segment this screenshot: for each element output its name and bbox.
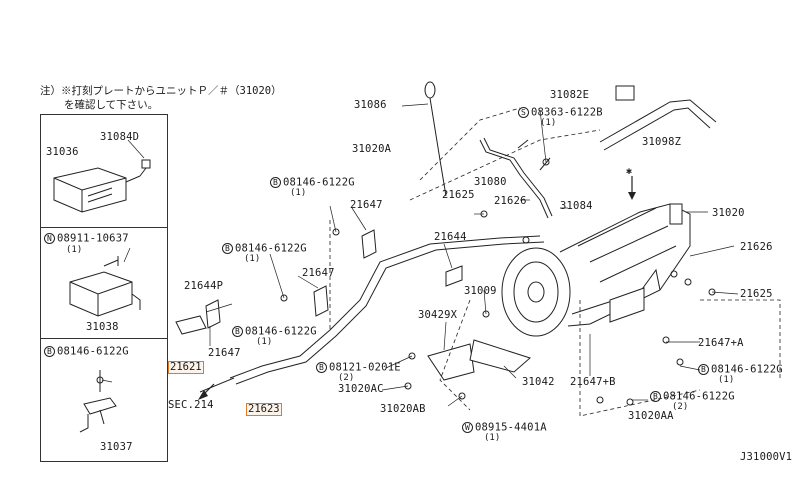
bracket-21647-mid — [313, 285, 329, 317]
panel-divider — [41, 227, 167, 228]
part-label-31080[interactable]: 31080 — [474, 176, 507, 188]
part-label-31084[interactable]: 31084 — [560, 200, 593, 212]
control-unit-31038-drawing — [69, 256, 141, 317]
qty-08146-upper: (1) — [290, 188, 307, 198]
part-label-31042[interactable]: 31042 — [522, 376, 555, 388]
part-label-21625-upper[interactable]: 21625 — [442, 189, 475, 201]
transmission-body-drawing — [501, 203, 691, 337]
bracket-21644P — [175, 299, 221, 335]
part-label-21647-low[interactable]: 21647 — [208, 347, 241, 359]
part-label-31020AC[interactable]: 31020AC — [338, 383, 384, 395]
part-label-21623-highlighted[interactable]: 21623 — [246, 403, 282, 416]
part-label-31020AA[interactable]: 31020AA — [628, 410, 674, 422]
qty-08146-low: (1) — [256, 337, 273, 347]
badge-W: W — [462, 422, 473, 433]
badge-B: B — [650, 391, 661, 402]
sensor-31037-drawing — [79, 370, 117, 433]
part-label-30429X[interactable]: 30429X — [418, 309, 458, 321]
filler-tube-31080-drawing — [479, 137, 553, 219]
bracket-31042 — [469, 339, 531, 373]
badge-S: S — [518, 107, 529, 118]
arrow-sec214-head — [198, 390, 208, 400]
part-label-21626-right[interactable]: 21626 — [740, 241, 773, 253]
part-label-31086[interactable]: 31086 — [354, 99, 387, 111]
section-reference-sec214[interactable]: SEC.214 — [168, 399, 214, 411]
part-label-31020AB[interactable]: 31020AB — [380, 403, 426, 415]
part-label-21644-mid[interactable]: 21644 — [434, 231, 467, 243]
part-label-31020A[interactable]: 31020A — [352, 143, 392, 155]
bolts-drawing — [280, 158, 716, 406]
panel-divider — [41, 338, 167, 339]
qty-08146-right2: (2) — [672, 402, 689, 412]
part-label-31038[interactable]: 31038 — [86, 321, 119, 333]
bracket-21647-upper — [361, 229, 377, 259]
part-label-21626-upper[interactable]: 21626 — [494, 195, 527, 207]
part-label-31098Z[interactable]: 31098Z — [642, 136, 682, 148]
cooler-pipes-drawing — [199, 235, 545, 393]
part-label-21647B[interactable]: 21647+B — [570, 376, 616, 388]
qty-08146-right1: (1) — [718, 375, 735, 385]
qty-08146-mid: (1) — [244, 254, 261, 264]
qty-08911: (1) — [66, 245, 83, 255]
star-mark: ✱ — [626, 166, 632, 177]
part-label-21647-upper[interactable]: 21647 — [350, 199, 383, 211]
control-unit-31036-drawing — [53, 159, 151, 213]
dipstick-31086-drawing — [401, 81, 447, 197]
bracket-30429X — [427, 343, 475, 381]
part-label-31009[interactable]: 31009 — [464, 285, 497, 297]
part-label-21647-mid[interactable]: 21647 — [302, 267, 335, 279]
badge-B: B — [698, 364, 709, 375]
badge-B: B — [270, 177, 281, 188]
qty-08363: (1) — [540, 118, 557, 128]
bracket-21644-mid — [445, 265, 463, 287]
part-label-31037[interactable]: 31037 — [100, 441, 133, 453]
leader-lines — [101, 109, 739, 407]
sub-assembly-panel — [40, 114, 168, 462]
badge-B: B — [316, 362, 327, 373]
badge-N: N — [44, 233, 55, 244]
badge-B: B — [44, 346, 55, 357]
part-label-31084D[interactable]: 31084D — [100, 131, 140, 143]
part-label-31020[interactable]: 31020 — [712, 207, 745, 219]
part-label-21621-highlighted[interactable]: 21621 — [168, 361, 204, 374]
arrow-star-head — [628, 192, 636, 200]
diagram-id: J31000V1 — [740, 451, 793, 463]
qty-08121: (2) — [338, 373, 355, 383]
qty-08915: (1) — [484, 433, 501, 443]
part-label-31036[interactable]: 31036 — [46, 146, 79, 158]
breather-hose-31098Z-drawing — [599, 85, 717, 151]
badge-B: B — [232, 326, 243, 337]
note-line-1: 注）※打刻プレートからユニットＰ／＃（31020） — [40, 85, 282, 97]
badge-B: B — [222, 243, 233, 254]
part-label-21647A[interactable]: 21647+A — [698, 337, 744, 349]
part-label-21644P[interactable]: 21644P — [184, 280, 224, 292]
note-line-2: を確認して下さい。 — [64, 99, 159, 111]
part-label-31082E[interactable]: 31082E — [550, 89, 590, 101]
part-label-21625-right[interactable]: 21625 — [740, 288, 773, 300]
